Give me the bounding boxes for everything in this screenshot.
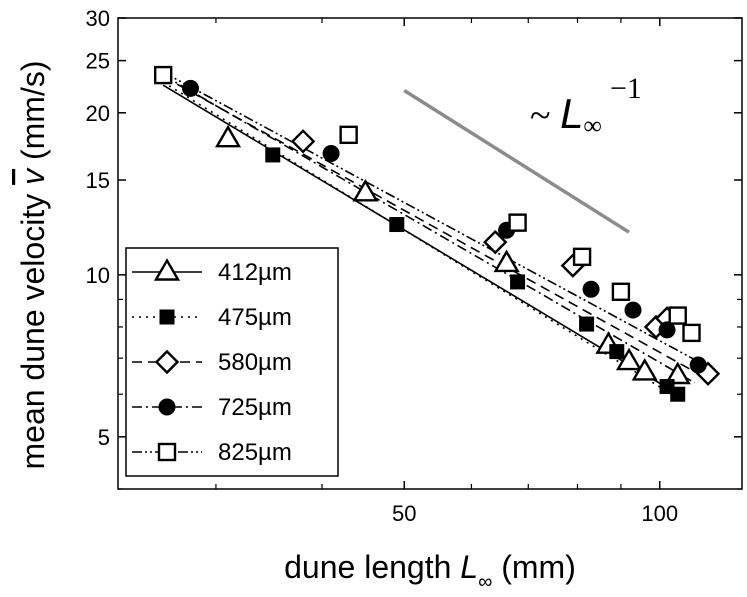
legend-marker-412µm: [153, 258, 181, 281]
y-tick-label: 15: [86, 168, 110, 193]
slope-annotation-text: ~ L∞−1: [530, 72, 642, 140]
data-point-825µm: [611, 282, 631, 301]
axis-labels: dune length L∞ (mm) mean dune velocity v …: [15, 60, 576, 593]
reference-slope-line: [403, 89, 630, 234]
data-point-412µm: [615, 347, 643, 371]
data-point-825µm: [572, 247, 592, 267]
x-tick-label: 50: [392, 501, 416, 526]
data-point-825µm: [339, 125, 358, 145]
legend-marker-825µm: [157, 442, 177, 462]
data-point-475µm: [510, 274, 526, 290]
data-point-825µm: [668, 306, 687, 325]
legend-label-580µm: 580µm: [218, 349, 292, 376]
data-point-725µm: [322, 145, 340, 163]
legend-marker-580µm: [154, 349, 180, 375]
legend-label-412µm: 412µm: [218, 259, 292, 286]
data-point-475µm: [265, 147, 281, 163]
data-point-475µm: [609, 344, 625, 360]
data-point-580µm: [290, 129, 316, 154]
reference-slope-line: [403, 89, 630, 234]
data-point-580µm: [483, 229, 508, 255]
legend-marker-475µm: [159, 309, 175, 325]
fit-line-725µm: [162, 74, 696, 384]
slope-annotation: ~ L∞−1: [530, 72, 642, 140]
data-point-412µm: [664, 361, 691, 385]
data-point-412µm: [631, 358, 658, 381]
x-axis-label: dune length L∞ (mm): [284, 549, 576, 593]
plot-area-border: [117, 17, 743, 490]
data-point-825µm: [153, 65, 173, 85]
y-tick-label: 25: [86, 49, 110, 74]
fit-line-412µm: [162, 84, 682, 397]
y-tick-label: 10: [86, 263, 110, 288]
x-tick-label: 100: [641, 501, 678, 526]
data-point-725µm: [658, 321, 676, 339]
data-point-825µm: [508, 213, 527, 232]
legend-label-825µm: 825µm: [218, 439, 292, 466]
fit-line-580µm: [176, 83, 709, 380]
fit-line-825µm: [162, 71, 699, 363]
legend: 412µm 475µm 580µm 725µm 825µm: [125, 247, 339, 477]
y-tick-label: 20: [86, 101, 110, 126]
legend-marker-725µm: [158, 398, 176, 416]
fit-lines: [162, 71, 709, 401]
y-tick-label: 5: [98, 425, 110, 450]
data-markers: [153, 65, 721, 402]
data-point-412µm: [214, 124, 242, 148]
data-point-725µm: [182, 79, 200, 97]
legend-label-725µm: 725µm: [218, 394, 292, 421]
data-point-725µm: [689, 356, 707, 374]
y-tick-label: 30: [86, 6, 110, 31]
plot-frame: [117, 17, 743, 490]
data-point-412µm: [352, 178, 379, 202]
data-point-475µm: [670, 386, 686, 402]
data-point-412µm: [493, 249, 520, 273]
data-point-725µm: [624, 301, 642, 319]
data-point-725µm: [582, 280, 600, 298]
axis-ticks: 5 10 15 20 25 30 50 100: [86, 6, 742, 526]
data-point-475µm: [579, 316, 595, 332]
legend-label-475µm: 475µm: [218, 304, 292, 331]
y-axis-label: mean dune velocity v (mm/s): [15, 60, 51, 469]
data-point-825µm: [682, 323, 701, 343]
data-point-475µm: [389, 217, 405, 233]
